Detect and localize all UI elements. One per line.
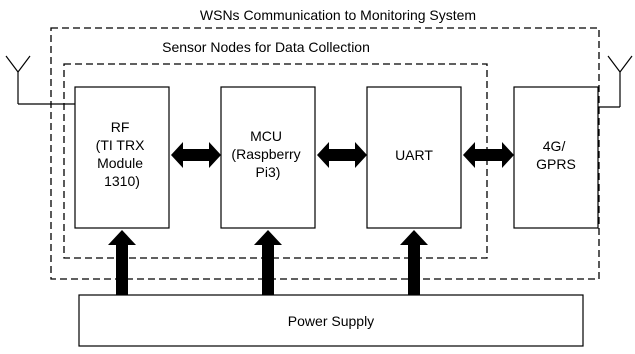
rf-mcu-bidirectional-arrow (171, 142, 221, 168)
power-to-uart-arrow (400, 230, 428, 295)
power-to-rf-arrow (108, 230, 136, 295)
outer-boundary-title: WSNs Communication to Monitoring System (200, 7, 476, 23)
mcu-block-label: MCU (Raspberry Pi3) (231, 128, 304, 180)
power-supply-block (78, 294, 584, 347)
rf-block (74, 86, 170, 229)
uart-block (366, 86, 462, 229)
power-to-mcu-arrow (254, 230, 282, 295)
rf-block-label: RF (TI TRX Module 1310) (96, 119, 149, 189)
power-supply-label: Power Supply (288, 313, 374, 329)
inner-boundary-title: Sensor Nodes for Data Collection (162, 39, 370, 55)
outer-boundary-dashed (50, 27, 600, 280)
uart-block-label: UART (395, 147, 433, 163)
right-antenna-icon (598, 55, 633, 108)
gprs-block-label: 4G/ GPRS (536, 138, 576, 172)
mcu-block (220, 86, 316, 229)
left-antenna-icon (5, 55, 75, 105)
gprs-block (513, 86, 599, 229)
uart-gprs-bidirectional-arrow (463, 142, 514, 168)
mcu-uart-bidirectional-arrow (317, 142, 367, 168)
